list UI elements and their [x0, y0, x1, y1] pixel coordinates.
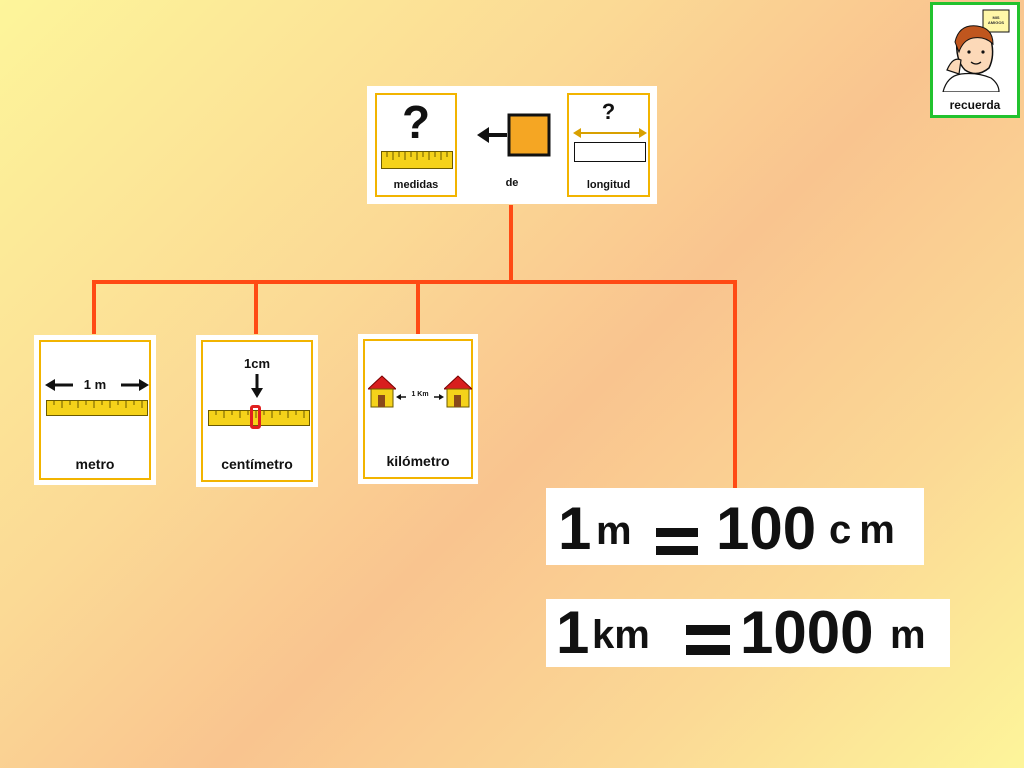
equation-1-right-number: 100: [716, 495, 817, 562]
equation-2-left-unit: km: [592, 613, 650, 657]
de-card: de: [471, 93, 553, 197]
equation-2-left-number: 1: [556, 599, 590, 666]
connector-horizontal: [92, 280, 737, 284]
equation-1-right-unit: cm: [829, 508, 903, 552]
reminder-badge: MIS AMIGOS recuerda: [930, 2, 1020, 118]
arrow-down-icon: [251, 374, 263, 398]
equation-meter-box: 1 m 100 cm: [546, 488, 924, 565]
equation-kilometer-box: 1 km 1000 m: [546, 599, 950, 667]
medidas-label: medidas: [393, 179, 439, 191]
ruler-icon: [46, 400, 148, 416]
equation-2-right-unit: m: [890, 613, 926, 657]
connector-drop-equations: [733, 280, 737, 488]
question-mark-icon: ?: [401, 96, 431, 148]
reminder-label: recuerda: [949, 98, 1001, 112]
metro-caption: 1 m: [83, 377, 107, 392]
concept-box: ? medidas de ? longitud: [367, 86, 657, 204]
equation-2-equals-sign: [686, 625, 730, 659]
connector-drop-centimetro: [254, 280, 258, 334]
kilometro-card: 1 Km kilómetro: [358, 334, 478, 484]
de-label: de: [505, 177, 519, 189]
centimetro-card-frame: 1cm centímetro: [201, 340, 313, 482]
length-arrow-icon: [573, 128, 647, 138]
metro-card-frame: 1 m metro: [39, 340, 151, 480]
house-right-icon: [444, 375, 472, 408]
centimetro-label: centímetro: [221, 456, 293, 472]
connector-drop-kilometro: [416, 280, 420, 334]
thinking-child-icon: [942, 9, 1010, 92]
kilometro-label: kilómetro: [386, 453, 450, 469]
longitud-label: longitud: [586, 179, 631, 191]
length-bar: [574, 142, 646, 162]
equation-1-left-unit: m: [596, 509, 632, 553]
kilometro-caption: 1 Km: [411, 391, 429, 398]
longitud-card: ? longitud: [567, 93, 650, 197]
medidas-card: ? medidas: [375, 93, 457, 197]
centimeter-highlight: [250, 405, 261, 429]
equation-2-right-number: 1000: [740, 599, 874, 666]
reminder-note-text: MIS AMIGOS: [987, 15, 1005, 25]
kilometro-card-frame: 1 Km kilómetro: [363, 339, 473, 479]
equation-1-equals-sign: [656, 528, 698, 558]
centimetro-card: 1cm centímetro: [196, 335, 318, 487]
distance-arrow-icon: [396, 394, 444, 400]
connector-drop-metro: [92, 280, 96, 334]
centimetro-caption: 1cm: [243, 356, 271, 371]
question-mark-icon-small: ?: [601, 99, 616, 124]
arrow-left-square-icon: [477, 113, 551, 157]
connector-vertical-top: [509, 205, 513, 283]
metro-card: 1 m metro: [34, 335, 156, 485]
metro-label: metro: [75, 456, 115, 472]
equation-1-left-number: 1: [558, 495, 592, 562]
double-arrow-icon: [45, 379, 149, 391]
ruler-icon: [381, 151, 453, 169]
house-left-icon: [368, 375, 396, 408]
